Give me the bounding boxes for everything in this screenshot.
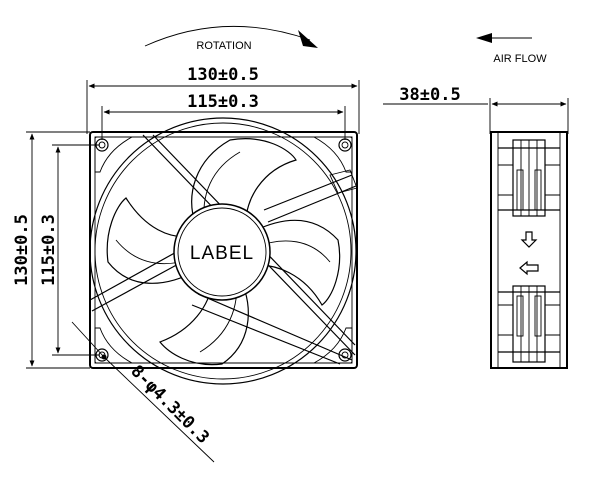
mounting-hole-top-right (338, 138, 352, 152)
fan-side-view (490, 131, 568, 369)
airflow-indicator: AIR FLOW (476, 33, 547, 65)
rotation-indicator: ROTATION (144, 25, 318, 52)
depth-dimension: 38±0.5 (383, 85, 569, 134)
width-hole-dimension: 115±0.3 (101, 92, 346, 140)
height-hole-dimension: 115±0.3 (39, 144, 100, 356)
side-frame-outer (490, 131, 568, 369)
fan-front-view: LABEL (89, 117, 358, 385)
rotation-label: ROTATION (196, 40, 251, 52)
hole-callout-label: 8-φ4.3±0.3 (126, 361, 213, 448)
side-top-block (498, 139, 560, 217)
width-outer-dimension: 130±0.5 (86, 65, 360, 134)
airflow-arrow-icon (476, 33, 532, 43)
hole-callout: 8-φ4.3±0.3 (71, 321, 215, 463)
width-hole-label: 115±0.3 (187, 92, 259, 112)
depth-label: 38±0.5 (399, 85, 460, 105)
rotation-arrow-icon (144, 25, 318, 48)
height-outer-label: 130±0.5 (12, 214, 32, 286)
height-outer-dimension: 130±0.5 (12, 131, 90, 369)
hub-label: LABEL (190, 243, 254, 264)
left-arrow-icon (519, 260, 539, 276)
airflow-label: AIR FLOW (493, 53, 547, 65)
width-outer-label: 130±0.5 (187, 65, 259, 85)
down-arrow-icon (520, 231, 538, 248)
height-hole-label: 115±0.3 (39, 214, 59, 286)
fan-hub: LABEL (173, 203, 271, 301)
side-bottom-block (498, 285, 560, 363)
mounting-hole-top-left (95, 138, 109, 152)
